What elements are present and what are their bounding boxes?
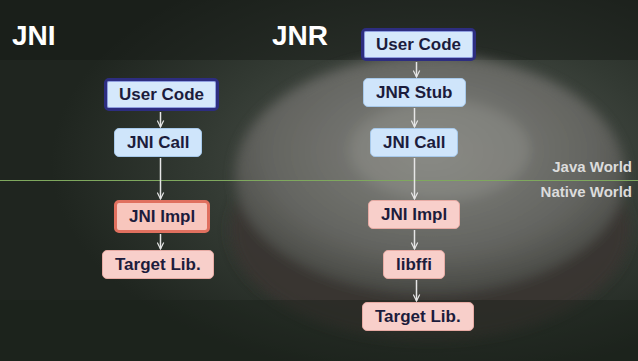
box-label: JNI Impl: [381, 205, 447, 224]
flow-arrow: [414, 230, 416, 249]
flow-arrow: [416, 280, 418, 301]
java-box: JNI Call: [114, 128, 202, 157]
box-label: JNI Impl: [129, 207, 195, 226]
world-divider: [0, 180, 638, 181]
native-box: Target Lib.: [362, 302, 474, 331]
region-label: Java World: [552, 158, 632, 175]
box-label: JNR Stub: [376, 83, 453, 102]
flow-arrow: [160, 158, 162, 199]
region-label: Native World: [541, 183, 632, 200]
box-label: Target Lib.: [375, 307, 461, 326]
native-box: JNI Impl: [368, 200, 460, 229]
flow-arrow: [160, 112, 162, 127]
native-box: JNI Impl: [114, 200, 210, 233]
box-label: JNI Call: [127, 133, 189, 152]
native-box: Target Lib.: [102, 250, 214, 279]
box-label: libffi: [396, 255, 432, 274]
box-label: Target Lib.: [115, 255, 201, 274]
flow-arrow: [414, 158, 416, 199]
flow-arrow: [160, 234, 162, 249]
java-box: JNI Call: [370, 128, 458, 157]
box-label: User Code: [119, 85, 204, 104]
flow-arrow: [414, 108, 416, 127]
column-title: JNR: [272, 20, 328, 52]
code-box: User Code: [104, 78, 219, 111]
native-box: libffi: [383, 250, 445, 279]
flow-arrow: [416, 62, 418, 77]
code-box: User Code: [361, 28, 476, 61]
box-label: JNI Call: [383, 133, 445, 152]
java-box: JNR Stub: [363, 78, 466, 107]
column-title: JNI: [12, 20, 56, 52]
box-label: User Code: [376, 35, 461, 54]
